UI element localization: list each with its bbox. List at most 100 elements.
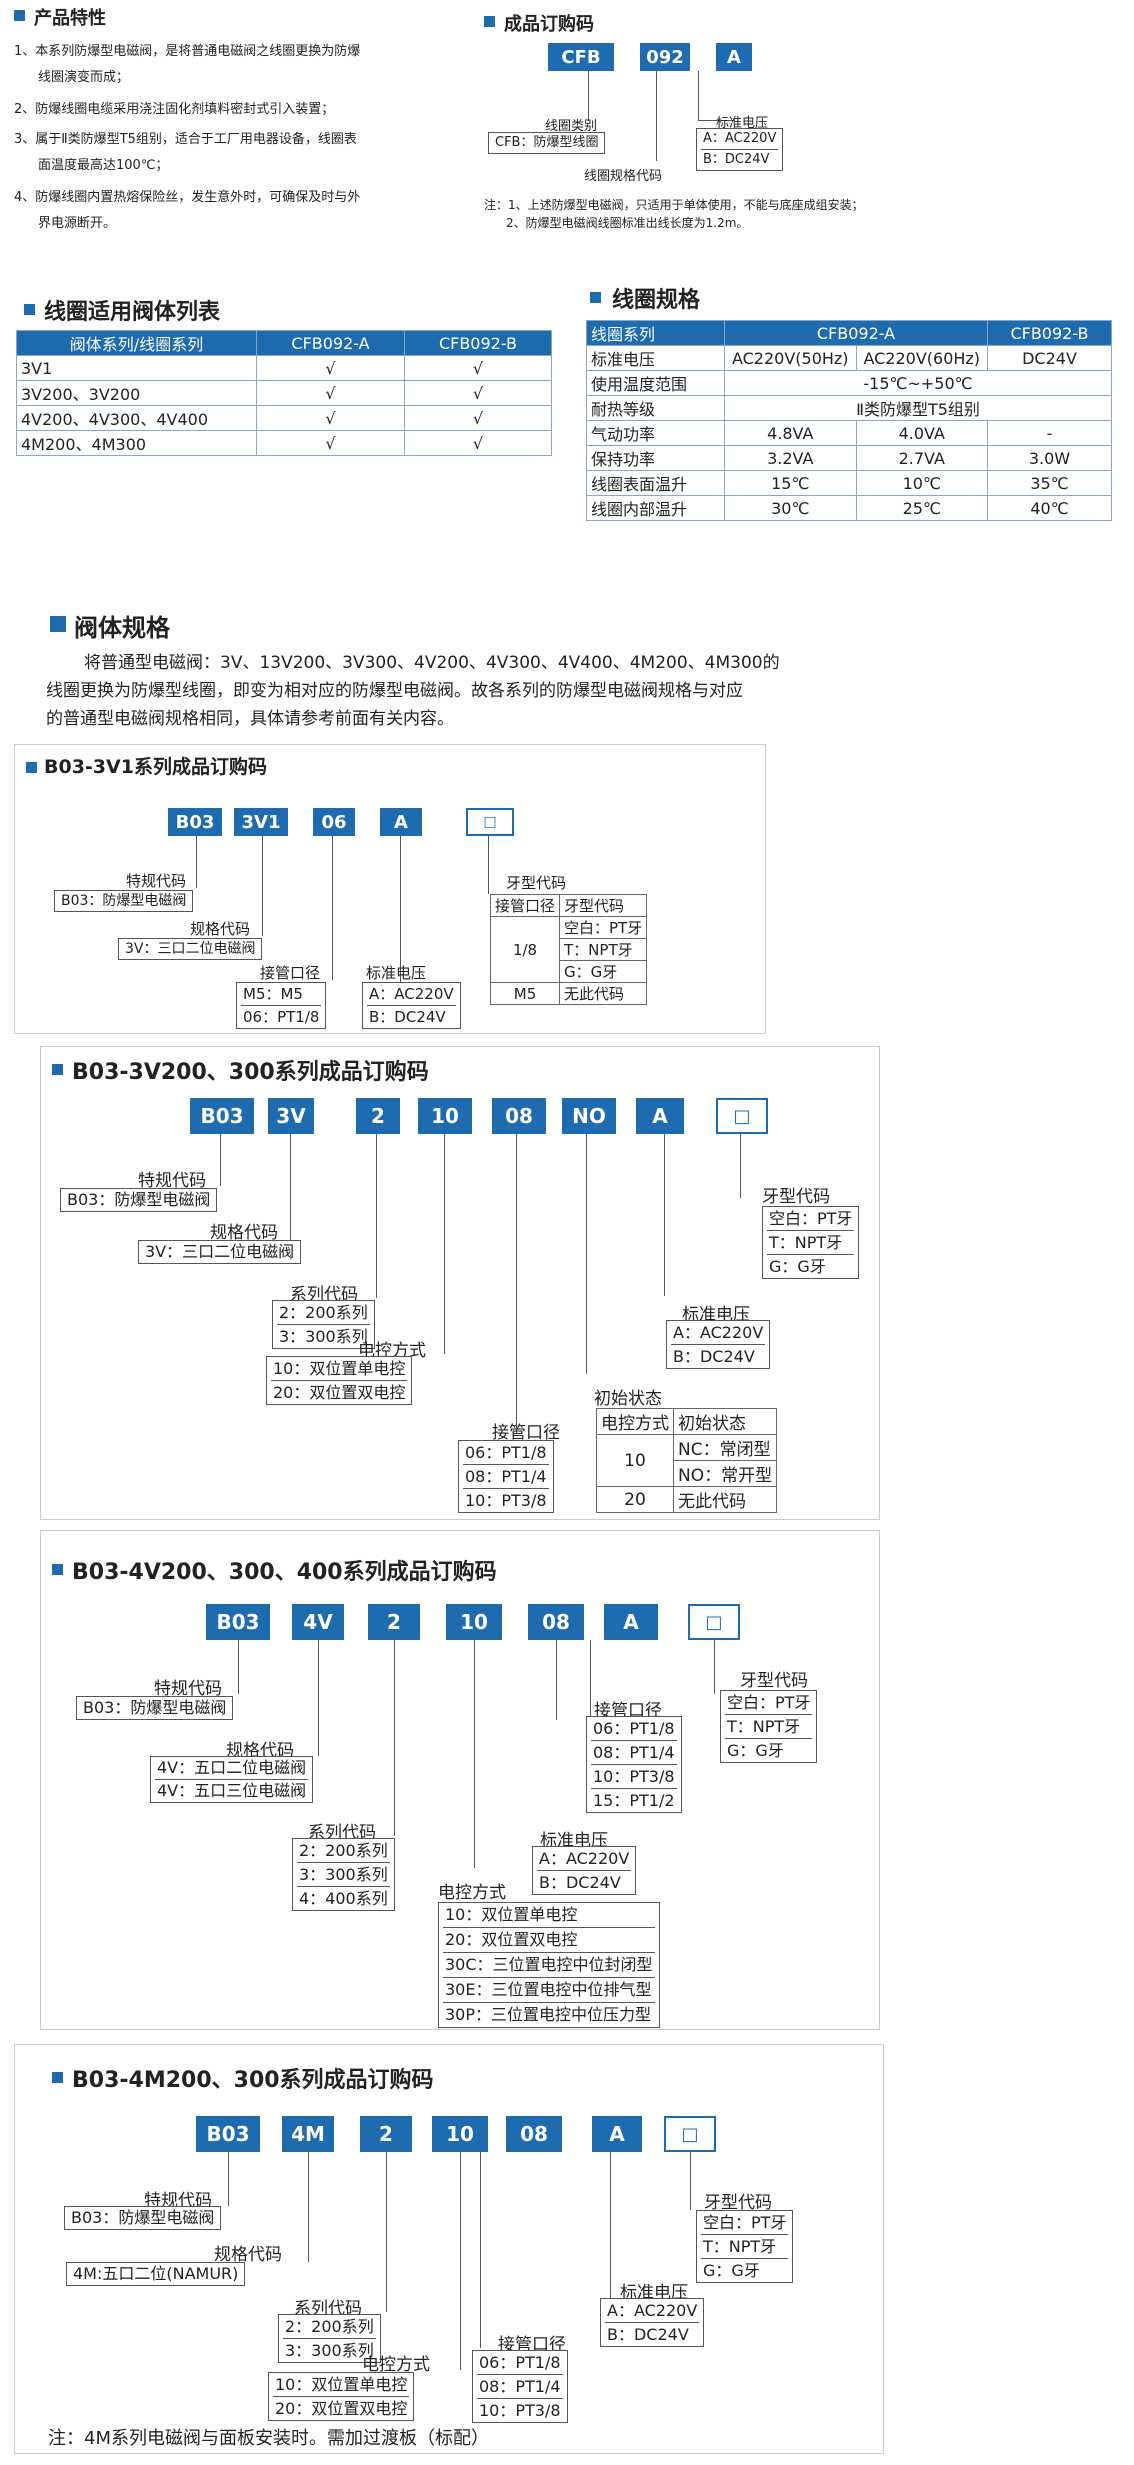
code-box: 3V1 [234,808,288,836]
label: 初始状态 [594,1389,662,1409]
order-note: 2、防爆型电磁阀线圈标准出线长度为1.2m。 [506,216,749,230]
section-marker-icon [590,292,601,303]
code-box: 3V [268,1098,314,1134]
code-box: 08 [528,1604,584,1640]
code-box: 2 [356,1098,400,1134]
label: 接管口径 [492,1423,560,1443]
code-box: 4M [282,2116,334,2152]
section-marker-icon [52,1064,63,1075]
feature-line: 界电源断开。 [38,216,117,231]
value-box: 4M:五口二位(NAMUR) [66,2262,246,2286]
feature-line: 面温度最高达100℃； [38,158,169,173]
order-note: 注：1、上述防爆型电磁阀，只适用于单体使用，不能与底座成组安装； [484,198,864,212]
s4-note: 注：4M系列电磁阀与面板安装时。需加过渡板（标配） [48,2428,489,2449]
section-marker-icon [50,616,66,632]
code-box: 10 [432,2116,488,2152]
code-box: A [380,808,422,836]
valve-spec-text: 将普通型电磁阀：3V、13V200、3V300、4V200、4V300、4V40… [84,653,780,673]
code-box-blank: □ [688,1604,740,1640]
code-box: B03 [196,2116,260,2152]
feature-line: 4、防爆线圈内置热熔保险丝，发生意外时，可确保及时与外 [14,190,361,205]
code-box: B03 [168,808,222,836]
s2-title: B03-3V200、300系列成品订购码 [72,1060,429,1085]
value-box: B03：防爆型电磁阀 [76,1696,234,1720]
valve-spec-text: 线圈更换为防爆型线圈，即变为相对应的防爆型电磁阀。故各系列的防爆型电磁阀规格与对… [46,681,743,701]
feature-line: 1、本系列防爆型电磁阀，是将普通电磁阀之线圈更换为防爆 [14,44,361,59]
valve-spec-text: 的普通型电磁阀规格相同，具体请参考前面有关内容。 [46,709,454,729]
spec-code-label: 线圈规格代码 [584,169,663,184]
label: 电控方式 [438,1883,506,1903]
label: 规格代码 [210,1223,278,1243]
code-box-blank: □ [716,1098,768,1134]
code-box-blank: □ [664,2116,716,2152]
code-box-cfb: CFB [548,43,614,71]
value-box: B03：防爆型电磁阀 [60,1188,218,1212]
label: 牙型代码 [704,2193,772,2213]
table-row: 3V200、3V200√√ [16,380,552,406]
code-box: 2 [368,1604,420,1640]
code-box-092: 092 [640,43,690,71]
label: 特规代码 [126,872,187,890]
table-row: 3V1√√ [16,355,552,381]
valve-spec-title: 阀体规格 [74,614,170,642]
voltage-options: A：AC220V B：DC24V [696,128,784,171]
table-row: 4M200、4M300√√ [16,430,552,456]
code-box: A [636,1098,684,1134]
value-box: 3V：三口二位电磁阀 [118,938,263,960]
coil-type-label: 线圈类别 [545,119,598,134]
code-box: 08 [506,2116,562,2152]
s3-title: B03-4V200、300、400系列成品订购码 [72,1560,497,1585]
code-box: NO [562,1098,616,1134]
section-3v1-panel [14,744,766,1034]
coil-table-title: 线圈适用阀体列表 [44,300,221,325]
code-box-blank: □ [466,808,514,836]
code-box: 10 [446,1604,502,1640]
features-title: 产品特性 [34,8,106,29]
table-header: CFB092-A [256,330,405,356]
label: 规格代码 [190,920,251,938]
coil-spec-title: 线圈规格 [612,288,701,313]
value-box: B03：防爆型电磁阀 [64,2206,222,2230]
section-marker-icon [24,304,35,315]
value-box: 3V：三口二位电磁阀 [138,1240,302,1264]
feature-line: 2、防爆线圈电缆采用浇注固化剂填料密封式引入装置； [14,102,335,117]
section-marker-icon [14,10,25,21]
section-marker-icon [26,762,37,773]
code-box: B03 [206,1604,270,1640]
order-title: 成品订购码 [504,14,594,35]
code-box: 06 [313,808,355,836]
label: 牙型代码 [762,1187,830,1207]
coil-type-value: CFB：防爆型线圈 [488,132,606,154]
label: 电控方式 [362,2355,430,2375]
section-marker-icon [484,16,495,27]
coil-valve-table: 阀体系列/线圈系列 CFB092-A CFB092-B 3V1√√ 3V200、… [16,330,552,456]
table-row: 使用温度范围-15℃~+50℃ [586,370,1112,396]
section-4m-panel [14,2044,884,2454]
code-box: A [604,1604,658,1640]
table-header: CFB092-B [404,330,552,356]
section-marker-icon [52,2072,63,2083]
label: 牙型代码 [506,874,567,892]
table-row: 4V200、4V300、4V400√√ [16,405,552,431]
